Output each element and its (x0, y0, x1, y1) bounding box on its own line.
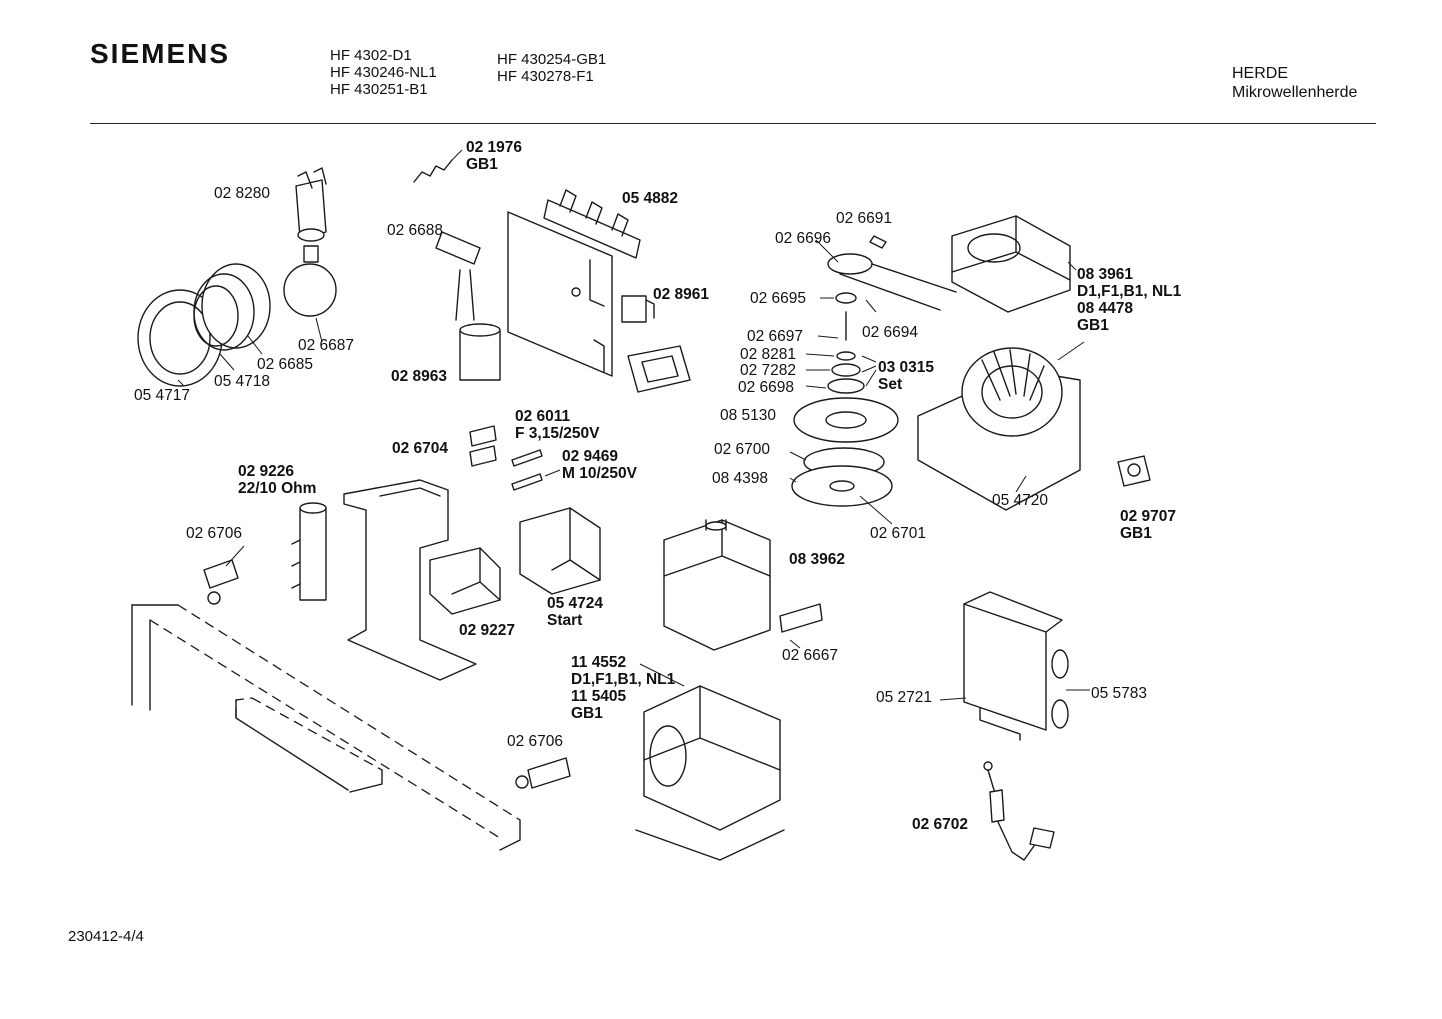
rotary-switch (1117, 455, 1151, 487)
part-label-085130: 08 5130 (720, 407, 777, 424)
resistor (291, 502, 327, 601)
control-board (507, 211, 613, 377)
part-label-026702: 02 6702 (912, 816, 969, 833)
part-label-026700: 02 6700 (714, 441, 771, 458)
part-label-028963: 02 8963 (391, 368, 448, 385)
relay (429, 547, 501, 615)
part-label-029469: 02 9469 M 10/250V (562, 448, 637, 482)
relay-switch (621, 295, 655, 323)
part-label-028961: 02 8961 (653, 286, 710, 303)
transformer (635, 685, 785, 861)
door-switch-lower (515, 757, 571, 789)
spring-part (413, 149, 463, 183)
part-label-026706-top: 02 6706 (186, 525, 243, 542)
part-label-054724: 05 4724 Start (547, 595, 604, 629)
model-number: HF 430246-NL1 (330, 64, 437, 81)
part-label-026704: 02 6704 (392, 440, 449, 457)
fuse-holder (469, 425, 497, 467)
part-label-026667: 02 6667 (782, 647, 839, 664)
part-label-026691: 02 6691 (836, 210, 893, 227)
model-number: HF 4302-D1 (330, 47, 412, 64)
turntable-shaft-stack (827, 311, 865, 394)
part-label-026687: 02 6687 (298, 337, 355, 354)
belt-clip (869, 235, 887, 249)
part-label-029227: 02 9227 (459, 622, 516, 639)
part-label-026698: 02 6698 (738, 379, 795, 396)
terminal-block (543, 189, 641, 259)
cable-connector (435, 231, 481, 321)
part-label-026697: 02 6697 (747, 328, 804, 345)
part-label-029707: 02 9707 GB1 (1120, 508, 1177, 542)
document-number: 230412-4/4 (68, 928, 144, 945)
part-label-114552: 11 4552 D1,F1,B1, NL1 11 5405 GB1 (571, 654, 676, 722)
part-label-054720: 05 4720 (992, 492, 1049, 509)
part-label-055783: 05 5783 (1091, 685, 1148, 702)
part-label-030315: 03 0315 Set (878, 359, 935, 393)
turntable-coupler (793, 397, 899, 443)
part-label-026011: 02 6011 F 3,15/250V (515, 408, 600, 442)
part-label-054882: 05 4882 (622, 190, 679, 207)
thermal-switch (779, 603, 823, 649)
subcategory: Mikrowellenherde (1232, 84, 1358, 101)
model-number: HF 430278-F1 (497, 68, 594, 85)
lamp-socket (295, 167, 327, 242)
part-label-026701: 02 6701 (870, 525, 927, 542)
cooling-fan (917, 347, 1081, 511)
part-label-027282: 02 7282 (740, 362, 797, 379)
start-relay (519, 507, 601, 595)
part-label-026685: 02 6685 (257, 356, 314, 373)
lamp-cover-rings (137, 263, 271, 387)
door-outline (131, 604, 521, 851)
magnetron (663, 519, 771, 651)
part-label-026706-bottom: 02 6706 (507, 733, 564, 750)
brand-logo: SIEMENS (90, 38, 231, 69)
door-switch (203, 559, 239, 605)
model-number: HF 430251-B1 (330, 81, 428, 98)
thermal-fuse (983, 761, 1055, 861)
lamp-bulb (283, 245, 337, 317)
model-number: HF 430254-GB1 (497, 51, 607, 68)
switch-bracket (627, 345, 691, 393)
part-label-026688: 02 6688 (387, 222, 444, 239)
part-label-054718: 05 4718 (214, 373, 271, 390)
header-rule (90, 123, 1376, 124)
part-label-052721: 05 2721 (876, 689, 933, 706)
capacitor (459, 323, 501, 381)
part-label-083961: 08 3961 D1,F1,B1, NL1 08 4478 GB1 (1077, 266, 1182, 334)
model-list-1: HF 4302-D1 HF 430246-NL1 HF 430251-B1 (330, 47, 437, 98)
mounting-bracket (343, 479, 477, 681)
model-list-2: HF 430254-GB1 HF 430278-F1 (497, 51, 606, 85)
high-voltage-capacitor (963, 591, 1069, 741)
part-label-026696: 02 6696 (775, 230, 832, 247)
washer (835, 292, 857, 304)
part-label-021976: 02 1976 GB1 (466, 139, 523, 173)
part-label-083962: 08 3962 (789, 551, 846, 568)
part-label-026695: 02 6695 (750, 290, 807, 307)
part-label-028280: 02 8280 (214, 185, 271, 202)
fuse (511, 449, 561, 491)
roller-support (791, 465, 893, 507)
leader-lines (177, 239, 1090, 701)
part-label-054717: 05 4717 (134, 387, 191, 404)
part-label-028281: 02 8281 (740, 346, 797, 363)
drive-belt (827, 253, 957, 311)
part-label-029226: 02 9226 22/10 Ohm (238, 463, 317, 497)
timer-motor (951, 215, 1071, 313)
category: HERDE (1232, 65, 1289, 82)
part-label-084398: 08 4398 (712, 470, 769, 487)
part-label-026694: 02 6694 (862, 324, 919, 341)
